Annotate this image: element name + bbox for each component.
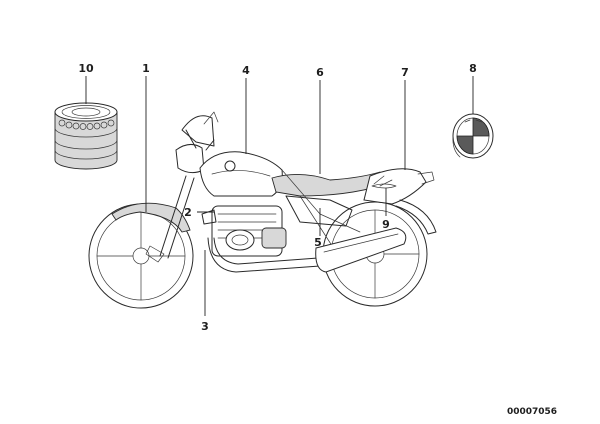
leader-lines <box>85 76 474 316</box>
callout-10: 10 <box>78 62 94 75</box>
seat <box>271 171 387 197</box>
side-decal-icon[interactable] <box>371 175 397 189</box>
callout-4: 4 <box>242 64 250 77</box>
callout-8: 8 <box>469 62 477 75</box>
callout-7: 7 <box>401 66 409 79</box>
motorcycle-illustration <box>88 111 437 309</box>
callout-6: 6 <box>316 66 324 79</box>
callout-3: 3 <box>201 320 209 333</box>
callout-1: 1 <box>142 62 150 75</box>
drawing-number: 00007056 <box>507 407 557 417</box>
callout-2: 2 <box>184 206 192 219</box>
roundel-badge-icon[interactable] <box>452 113 494 159</box>
callout-9: 9 <box>382 218 390 231</box>
front-fender <box>111 202 191 233</box>
engine <box>201 205 287 257</box>
callout-5: 5 <box>314 236 322 249</box>
callout-labels: 10 1 2 3 4 5 6 7 8 9 <box>78 62 476 333</box>
tape-roll-icon[interactable] <box>54 102 118 170</box>
exhaust <box>207 227 407 273</box>
